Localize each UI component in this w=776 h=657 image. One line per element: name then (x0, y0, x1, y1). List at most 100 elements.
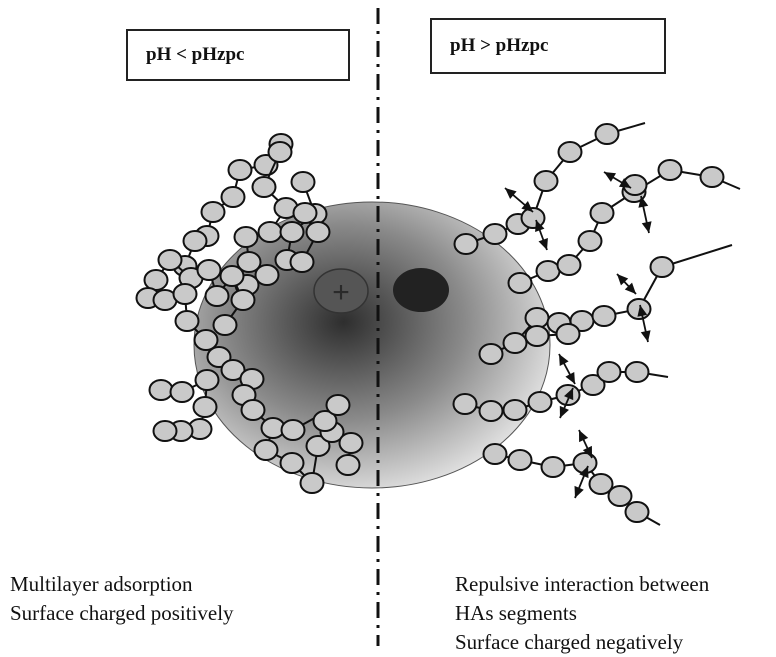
chain-segment (230, 289, 256, 311)
chain-segment (148, 379, 174, 401)
chain-segment (502, 332, 528, 354)
chain-segment (152, 420, 178, 442)
condition-label-right: pH > pHzpc (430, 18, 666, 74)
repulsion-arrow (535, 219, 548, 251)
chain-segment (594, 123, 620, 145)
chain-segment (212, 314, 238, 336)
chain-segment (219, 265, 245, 287)
chain-segment (335, 454, 361, 476)
chain-segment (193, 329, 219, 351)
chain-segment (596, 361, 622, 383)
chain-segment (253, 439, 279, 461)
chain-segment (290, 171, 316, 193)
chain-segment (325, 394, 351, 416)
repulsion-arrows (504, 171, 652, 499)
chain-segment (557, 141, 583, 163)
caption-right: Repulsive interaction between HAs segmen… (455, 570, 709, 657)
chain-segment (194, 369, 220, 391)
chain-segment (279, 452, 305, 474)
chain-segment (591, 305, 617, 327)
repulsion-arrow (616, 273, 637, 295)
chain-segment (527, 391, 553, 413)
chain-segment (204, 285, 230, 307)
chain-segment (482, 223, 508, 245)
left-chain (280, 394, 351, 441)
arrow-head (559, 354, 569, 367)
chain-segment (257, 221, 283, 243)
chain-segment (482, 443, 508, 465)
caption-left: Multilayer adsorption Surface charged po… (10, 570, 234, 628)
chain-segment (289, 251, 315, 273)
arrow-head (579, 466, 589, 479)
arrow-head (582, 445, 592, 458)
chain-segment (338, 432, 364, 454)
arrow-head (565, 371, 575, 384)
arrow-head (579, 430, 589, 443)
chain-segment (143, 269, 169, 291)
chain-segment (535, 260, 561, 282)
repulsion-arrow (638, 195, 652, 234)
condition-label-left: pH < pHzpc (126, 29, 350, 81)
left-chain (148, 369, 220, 442)
chain-segment (182, 230, 208, 252)
chain-segment (200, 201, 226, 223)
chain-segment (657, 159, 683, 181)
chain-segment (502, 399, 528, 421)
chain-segment (299, 472, 325, 494)
chain-segment (624, 361, 650, 383)
chain-segment (453, 233, 479, 255)
chain-segment (588, 473, 614, 495)
chain-segment (220, 186, 246, 208)
arrow-head (559, 405, 569, 418)
chain-segment (524, 325, 550, 347)
chain-segment (267, 141, 293, 163)
chain-segment (196, 259, 222, 281)
chain-segment (233, 226, 259, 248)
arrow-head (521, 201, 533, 212)
chain-segment (254, 264, 280, 286)
repulsion-arrow (504, 187, 534, 213)
arrow-head (564, 388, 574, 401)
arrow-head (618, 178, 631, 188)
chain-segment (533, 170, 559, 192)
arrow-head (535, 220, 545, 233)
chain-segment (478, 343, 504, 365)
arrow-head (574, 485, 584, 498)
caption-right-line-3: Surface charged negatively (455, 630, 684, 654)
caption-left-line-2: Surface charged positively (10, 601, 234, 625)
right-chain (453, 122, 646, 255)
chain-segment (172, 283, 198, 305)
left-chain (274, 171, 331, 273)
left-chain (240, 399, 364, 494)
chain-segment (157, 249, 183, 271)
repulsion-arrow (574, 465, 589, 499)
right-chain (524, 323, 581, 347)
caption-right-line-1: Repulsive interaction between (455, 572, 710, 596)
arrow-head (617, 274, 629, 286)
chain-segment (220, 359, 246, 381)
chain-segment (607, 485, 633, 507)
chain-segment (312, 410, 338, 432)
negative-surface-site (393, 268, 449, 312)
positive-charge-symbol: + (332, 276, 350, 309)
chain-segment (556, 254, 582, 276)
chain-segment (280, 419, 306, 441)
chain-segment (236, 251, 262, 273)
chain-segment (555, 323, 581, 345)
arrow-head (624, 282, 636, 294)
chain-segment (169, 381, 195, 403)
chain-segment (227, 159, 253, 181)
chain-segment (240, 399, 266, 421)
chain-segment (540, 456, 566, 478)
chain-segment (305, 435, 331, 457)
left-humic-chains (135, 133, 364, 494)
chain-segment (580, 374, 606, 396)
chain-segment (292, 202, 318, 224)
left-chain (233, 141, 299, 296)
chain-segment (452, 393, 478, 415)
repulsion-arrow (603, 171, 632, 189)
repulsion-arrow (637, 304, 651, 343)
chain-segment (279, 221, 305, 243)
arrow-head (505, 188, 517, 199)
